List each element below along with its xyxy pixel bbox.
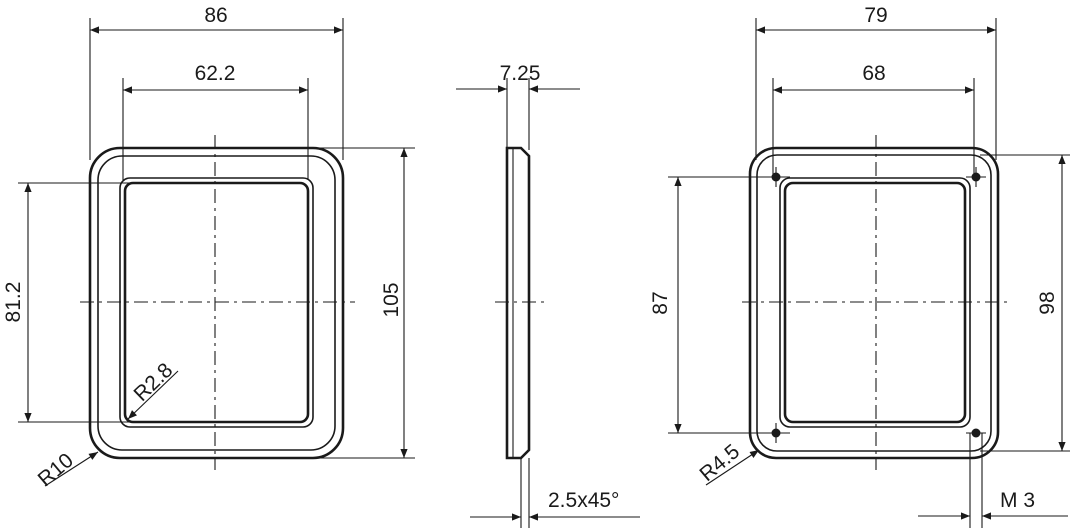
front-leader-r28: [127, 370, 179, 420]
front-dim-width-outer: 86: [204, 4, 227, 27]
back-frame-step: [756, 154, 992, 452]
front-outer-outline: [88, 146, 345, 460]
back-dim-width-outer: 79: [864, 4, 887, 27]
back-dim-hole-spacing-x: 68: [862, 62, 885, 85]
front-dim-radius-inner: R2.8: [130, 359, 178, 406]
side-profile: [505, 146, 531, 460]
front-dim-height-inner: 81.2: [2, 282, 25, 323]
side-view: 7.25 2.5x45°: [456, 62, 640, 528]
front-view: 86 62.2 105 81.2 R2.8 R10: [2, 4, 415, 491]
back-leader-r45: [705, 449, 760, 486]
back-dim-height-outer: 98: [1036, 291, 1059, 314]
front-dim-width-inner: 62.2: [195, 62, 236, 85]
back-outer-outline: [748, 146, 1000, 460]
front-leader-r10: [44, 451, 99, 487]
side-dim-thickness: 7.25: [500, 62, 541, 85]
front-frame-step: [97, 155, 336, 451]
back-dim-corner-radius: R4.5: [695, 440, 744, 486]
front-dim-height-outer: 105: [380, 282, 403, 317]
back-dim-hole-spacing-y: 87: [649, 291, 672, 314]
back-dim-thread: M 3: [1000, 489, 1035, 512]
back-view: 79 68 98 87 R4.5 M 3: [649, 4, 1070, 528]
side-dim-chamfer: 2.5x45°: [548, 489, 619, 512]
front-dim-radius-outer: R10: [34, 449, 78, 491]
